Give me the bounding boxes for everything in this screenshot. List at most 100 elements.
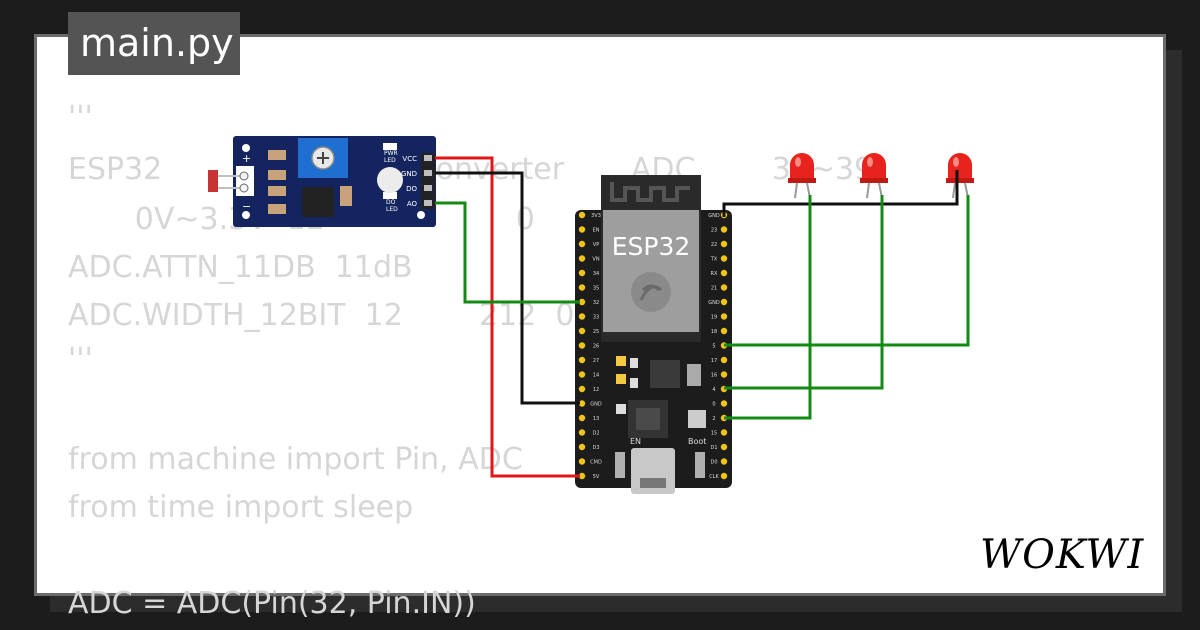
- esp32-pin[interactable]: [720, 255, 728, 262]
- esp32-pin[interactable]: [578, 472, 586, 480]
- esp32-board[interactable]: ESP32 EN Boot 3V3ENVPVN34353233252627141…: [575, 175, 732, 494]
- sensor-pin[interactable]: [424, 170, 432, 176]
- esp32-pin[interactable]: [720, 313, 728, 320]
- esp32-pin-label: CLK: [709, 474, 719, 480]
- esp32-pin-label: GND: [590, 402, 602, 408]
- do-led-label-2: LED: [386, 206, 398, 213]
- esp32-pin-label: 33: [593, 315, 599, 321]
- esp32-pin-label: 5V: [593, 474, 600, 480]
- esp32-pin[interactable]: [720, 472, 728, 480]
- code-line: ''': [68, 342, 93, 377]
- wire-vcc[interactable]: [435, 156, 580, 478]
- pwr-label: PWR: [384, 150, 398, 157]
- esp32-pin-label: TX: [710, 257, 718, 263]
- esp32-pin[interactable]: [720, 327, 728, 335]
- esp32-pin[interactable]: [720, 240, 728, 248]
- esp32-pin-label: 16: [711, 373, 717, 379]
- esp32-pin[interactable]: [578, 298, 586, 306]
- sensor-pin-label: DO: [406, 185, 417, 193]
- red-led[interactable]: [788, 153, 816, 199]
- esp32-pin[interactable]: [578, 414, 586, 422]
- esp32-pin[interactable]: [578, 429, 586, 436]
- esp32-pin[interactable]: [720, 226, 728, 233]
- sensor-pin[interactable]: [424, 185, 432, 191]
- esp32-pin[interactable]: [578, 327, 586, 335]
- code-line: from machine import Pin, ADC: [68, 442, 523, 477]
- esp32-pin[interactable]: [578, 458, 586, 465]
- wire-led-gnd[interactable]: [722, 170, 959, 217]
- esp32-pin[interactable]: [578, 385, 586, 393]
- esp32-pin-label: CMD: [590, 460, 602, 466]
- esp32-pin-label: D2: [592, 431, 599, 437]
- boot-label: Boot: [688, 437, 706, 446]
- led-group: [788, 153, 974, 199]
- code-line: ADC.WIDTH_12BIT 12 212 0~4: [68, 298, 619, 333]
- esp32-pin[interactable]: [720, 298, 728, 306]
- esp32-pin-label: D3: [592, 445, 599, 451]
- esp32-pin-label: 15: [711, 431, 717, 437]
- esp32-pin-label: RX: [711, 271, 718, 277]
- esp32-pin[interactable]: [578, 313, 586, 320]
- esp32-pin[interactable]: [720, 356, 728, 364]
- esp32-pin-label: 19: [711, 315, 717, 321]
- minus-label: −: [242, 200, 251, 213]
- plus-label: +: [242, 152, 251, 165]
- esp32-pin[interactable]: [578, 284, 586, 291]
- esp32-pin[interactable]: [720, 443, 728, 451]
- esp32-pin[interactable]: [578, 211, 586, 219]
- esp32-pin-label: GND: [708, 300, 720, 306]
- esp32-pin[interactable]: [720, 458, 728, 465]
- esp32-pin-label: 12: [593, 387, 599, 393]
- esp32-pin-label: 23: [711, 228, 717, 234]
- sensor-pin-label: VCC: [402, 155, 417, 163]
- esp32-chip-label: ESP32: [612, 232, 691, 261]
- esp32-pin[interactable]: [578, 400, 586, 407]
- esp32-pin[interactable]: [720, 284, 728, 291]
- esp32-pin[interactable]: [720, 269, 728, 277]
- card-shadow-bottom: [50, 596, 1182, 612]
- esp32-pin[interactable]: [578, 240, 586, 248]
- esp32-pin-label: 14: [593, 373, 599, 379]
- esp32-pin[interactable]: [578, 371, 586, 378]
- esp32-pin[interactable]: [720, 429, 728, 436]
- wokwi-logo: WOKWI: [978, 528, 1154, 582]
- esp32-pin-label: 21: [711, 286, 717, 292]
- esp32-pin-label: 2: [712, 416, 715, 422]
- file-tab[interactable]: main.py: [68, 12, 240, 75]
- esp32-pin[interactable]: [578, 356, 586, 364]
- esp32-pin-label: 35: [593, 286, 599, 292]
- red-led[interactable]: [860, 153, 888, 199]
- esp32-pin-label: D1: [710, 445, 717, 451]
- wire-ao[interactable]: [435, 201, 580, 304]
- esp32-pin-label: 0: [712, 402, 715, 408]
- esp32-pin-label: 4: [712, 387, 715, 393]
- esp32-pin[interactable]: [720, 400, 728, 407]
- sensor-pin-label: AO: [407, 200, 418, 208]
- esp32-pin[interactable]: [720, 371, 728, 378]
- esp32-pin-label: 34: [593, 271, 599, 277]
- esp32-pin[interactable]: [578, 255, 586, 262]
- esp32-pin[interactable]: [578, 342, 586, 349]
- do-led-label-1: DO: [386, 199, 396, 206]
- esp32-pin-label: VP: [593, 242, 599, 248]
- esp32-pin[interactable]: [578, 443, 586, 451]
- code-line: ADC = ADC(Pin(32, Pin.IN)): [68, 586, 476, 621]
- esp32-pin-label: 32: [593, 300, 599, 306]
- sensor-pin-label: GND: [401, 170, 417, 178]
- wire-gnd[interactable]: [435, 171, 580, 405]
- en-label: EN: [630, 437, 641, 446]
- wire-led-1[interactable]: [724, 195, 970, 347]
- esp32-pin-label: 25: [593, 329, 599, 335]
- esp32-pin[interactable]: [578, 269, 586, 277]
- esp32-pin-label: 18: [711, 329, 717, 335]
- esp32-pin-label: 22: [711, 242, 717, 248]
- esp32-pin-label: 17: [711, 358, 717, 364]
- wire-led-2[interactable]: [724, 195, 884, 390]
- red-led[interactable]: [946, 153, 974, 199]
- sensor-pin[interactable]: [424, 200, 432, 206]
- esp32-pin[interactable]: [578, 226, 586, 233]
- wire-led-3[interactable]: [724, 195, 812, 420]
- card-shadow-right: [1166, 50, 1182, 610]
- sensor-pin[interactable]: [424, 155, 432, 161]
